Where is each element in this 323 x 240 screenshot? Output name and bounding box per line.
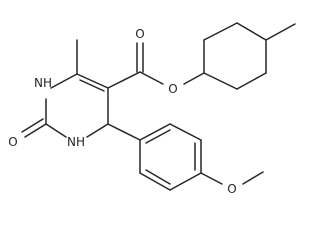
atom-label-n3: NH: [67, 135, 85, 149]
bond-cy4-cy5: [236, 22, 267, 41]
bond-ar1-ar2: [139, 123, 171, 141]
bond-cy4-methyl: [265, 23, 296, 41]
bond-c6-c5-double: [79, 79, 105, 92]
bond-methoxy-o-ch3: [242, 171, 264, 185]
bond-c4-n3: [86, 123, 109, 138]
bond-cy2-cy3: [236, 72, 267, 90]
atom-label-ring-carbonyl-o: O: [8, 135, 17, 149]
chemical-structure-diagram: NH NH O O O O: [8, 22, 296, 196]
bond-ar-inner-1: [145, 129, 171, 144]
bond-c6-c5: [76, 73, 109, 89]
atom-label-ester-o: O: [168, 82, 177, 96]
bond-ar5-ar6: [139, 172, 171, 191]
bond-n1-c6: [50, 73, 78, 89]
bond-cy1-cy2: [203, 72, 238, 90]
bond-c2-o: [24, 123, 47, 138]
atom-label-ester-carbonyl-o: O: [135, 27, 144, 41]
bond-ester-c-o: [139, 71, 164, 85]
atom-label-n1: NH: [34, 76, 52, 90]
bond-c2-o-double: [21, 118, 44, 133]
bond-c5-ester-c: [107, 71, 141, 89]
bond-ar4-ar5: [169, 172, 202, 191]
bond-c4-aryl: [107, 123, 141, 141]
atom-labels: NH NH O O O O: [8, 27, 236, 196]
bond-ar4-methoxy-o: [200, 172, 223, 185]
bond-cy5-cy6: [203, 22, 238, 41]
bonds: [21, 22, 296, 191]
bond-ester-o-cyclohexyl: [183, 72, 205, 85]
bond-ar-inner-3: [145, 169, 171, 185]
bond-n3-c2: [45, 123, 67, 138]
atom-label-methoxy-o: O: [227, 182, 236, 196]
bond-ar2-ar3: [169, 123, 202, 141]
